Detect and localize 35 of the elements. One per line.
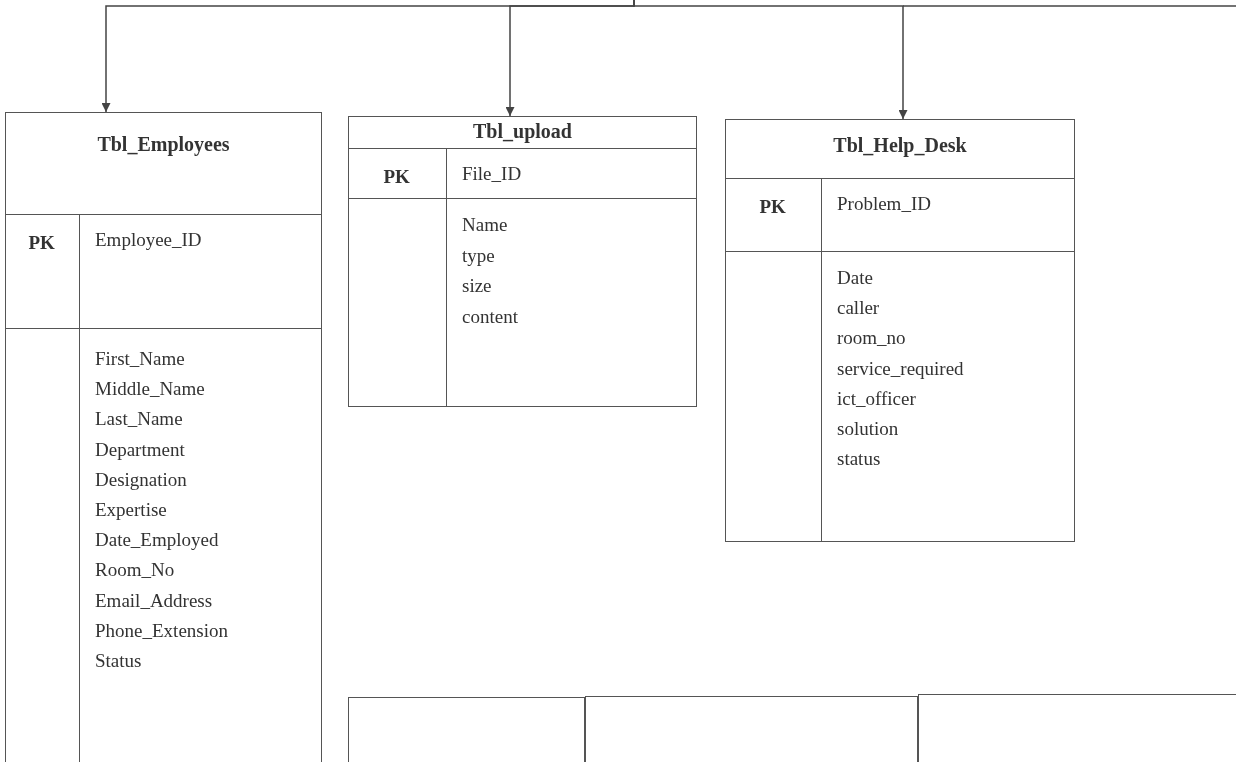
key-label: PK: [28, 232, 55, 254]
field-name: Expertise: [95, 499, 167, 521]
field-name: Room_No: [95, 559, 175, 582]
field-name: Designation: [95, 468, 187, 491]
field-name: Department: [95, 438, 185, 461]
field-name: Date_Employed: [95, 529, 219, 552]
field-name: service_required: [837, 357, 964, 380]
table-title: Tbl_Employees: [97, 133, 230, 156]
field-name: Middle_Name: [95, 378, 205, 401]
field-name: Status: [95, 650, 142, 672]
field-name: Employee_ID: [95, 229, 202, 251]
connector-arrow: [633, 0, 908, 120]
field-name: type: [462, 244, 495, 267]
field-name: size: [462, 275, 492, 297]
table-box: [725, 119, 1075, 542]
field-name: ict_officer: [837, 387, 916, 410]
field-name: solution: [837, 418, 899, 440]
table-box: [5, 112, 322, 762]
field-name: room_no: [837, 327, 906, 350]
key-label: PK: [383, 166, 410, 188]
table-title: Tbl_Help_Desk: [833, 134, 967, 157]
field-name: Email_Address: [95, 589, 213, 612]
field-name: status: [837, 448, 881, 471]
field-name: File_ID: [462, 163, 522, 185]
table-box: [348, 116, 697, 407]
key-label: PK: [759, 196, 786, 218]
field-name: content: [462, 305, 518, 328]
field-name: Name: [462, 214, 508, 236]
field-name: Problem_ID: [837, 193, 931, 215]
field-name: Phone_Extension: [95, 619, 228, 642]
field-name: First_Name: [95, 348, 185, 370]
field-name: caller: [837, 297, 880, 320]
table-title: Tbl_upload: [473, 120, 572, 143]
field-name: Last_Name: [95, 408, 183, 431]
field-name: Date: [837, 267, 873, 289]
